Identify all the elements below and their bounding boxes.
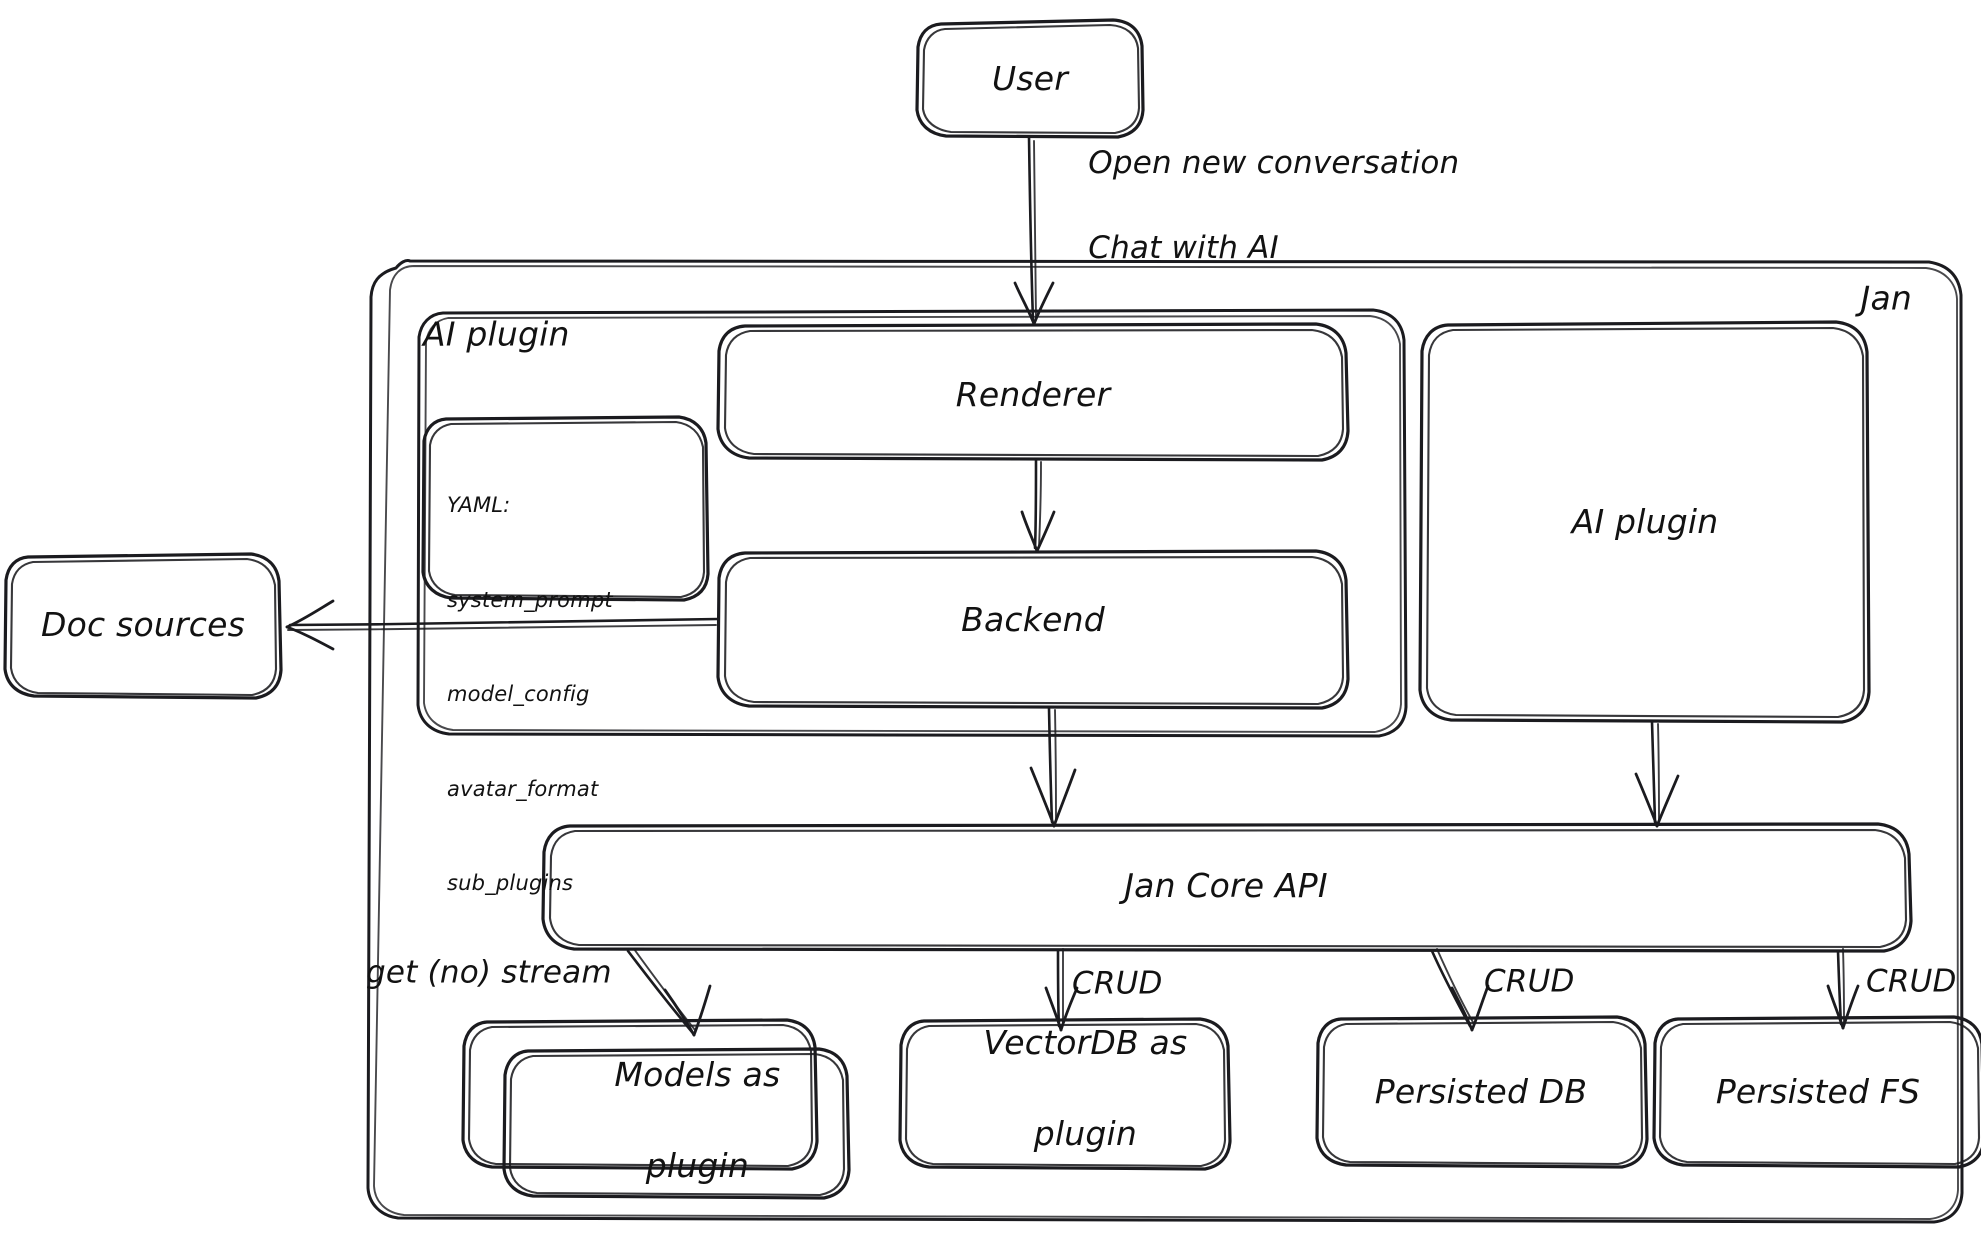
node-backend[interactable] (716, 549, 1350, 710)
node-renderer[interactable] (716, 322, 1350, 462)
yaml-note-key-system-prompt: system_prompt (447, 587, 613, 612)
node-label-models-plugin-line2: plugin (645, 1145, 750, 1185)
edge-core-to-persisted-db (1430, 948, 1490, 1032)
node-user[interactable] (915, 18, 1145, 139)
edge-core-to-models (626, 948, 712, 1037)
edge-renderer-to-backend (1020, 458, 1056, 553)
node-label-vectordb-plugin-line1: VectorDB as (983, 1022, 1188, 1062)
node-label-jan-core-api: Jan Core API (1124, 866, 1328, 906)
edge-label-crud-vectordb: CRUD (1072, 965, 1163, 1002)
node-label-vectordb-plugin: VectorDB as plugin (941, 974, 1188, 1202)
node-label-vectordb-plugin-line2: plugin (1033, 1113, 1138, 1153)
node-label-models-plugin: Models as plugin (572, 1006, 781, 1234)
node-doc-sources[interactable] (3, 552, 283, 700)
yaml-note-key-model-config: model_config (447, 682, 590, 706)
container-jan (366, 259, 1964, 1224)
node-label-renderer: Renderer (955, 375, 1111, 415)
edge-user-to-renderer (1013, 135, 1055, 326)
node-models-plugin-outer (461, 1018, 819, 1171)
edge-core-to-persisted-fs (1826, 948, 1860, 1030)
node-label-ai-plugin-box: AI plugin (1571, 502, 1719, 542)
yaml-note-key-avatar-format: avatar_format (447, 776, 599, 801)
edge-label-open-new-conversation: Open new conversation (1088, 144, 1460, 181)
node-persisted-fs[interactable] (1652, 1015, 1981, 1169)
node-label-backend: Backend (961, 600, 1105, 640)
edge-label-user-to-renderer: Open new conversation Chat with AI (1048, 99, 1459, 313)
node-yaml-note (421, 415, 710, 602)
yaml-note-key-sub-plugins: sub_plugins (447, 871, 574, 895)
container-label-jan: Jan (1860, 278, 1912, 318)
edge-core-to-vectordb (1044, 948, 1079, 1032)
node-vectordb-plugin[interactable] (898, 1017, 1232, 1171)
node-label-persisted-db: Persisted DB (1374, 1072, 1588, 1112)
container-label-ai-plugin-group: AI plugin (423, 314, 570, 354)
edge-label-crud-persisted-db: CRUD (1484, 963, 1575, 1000)
yaml-note-text: YAML: system_prompt model_config avatar_… (447, 427, 613, 963)
edge-backend-to-doc-sources (285, 599, 720, 651)
node-label-persisted-fs: Persisted FS (1715, 1072, 1921, 1112)
edge-ai-plugin-to-core (1634, 720, 1680, 828)
edge-label-chat-with-ai: Chat with AI (1088, 230, 1279, 267)
node-label-user: User (991, 59, 1069, 99)
yaml-note-heading: YAML: (447, 493, 511, 517)
edge-label-get-no-stream: get (no) stream (366, 954, 612, 991)
edge-backend-to-core (1029, 706, 1077, 828)
node-persisted-db[interactable] (1315, 1015, 1649, 1169)
node-jan-core-api[interactable] (541, 822, 1913, 953)
edge-label-crud-persisted-fs: CRUD (1866, 963, 1957, 1000)
container-ai-plugin-group (416, 308, 1408, 738)
node-ai-plugin-box[interactable] (1418, 320, 1871, 724)
node-models-plugin[interactable] (502, 1047, 851, 1200)
node-label-models-plugin-line1: Models as (614, 1054, 781, 1094)
node-label-doc-sources: Doc sources (41, 605, 245, 645)
